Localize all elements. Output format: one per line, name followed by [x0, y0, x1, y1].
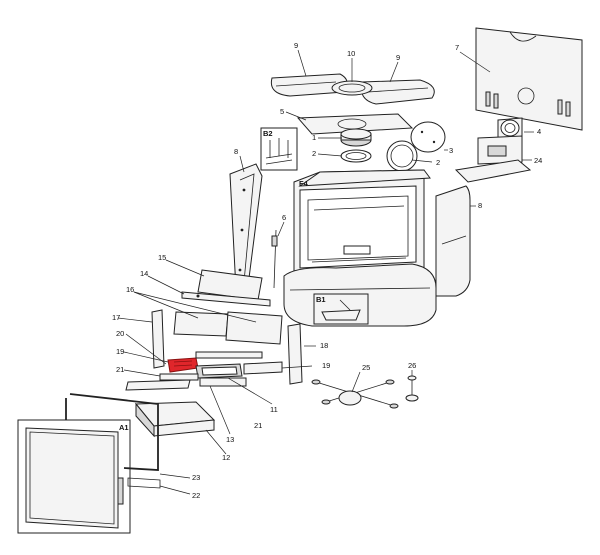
inset-label-f4: F4 — [299, 179, 309, 188]
callout-11: 11 — [270, 405, 278, 414]
callout-labels: 9 10 9 7 5 1 2 3 2 4 24 B2 8 8 F4 6 15 1… — [112, 41, 542, 500]
callout-10: 10 — [347, 49, 355, 58]
gasket-ring-right — [386, 140, 418, 172]
inset-a1-door — [17, 419, 131, 534]
cover-disc — [410, 121, 446, 153]
stove-body — [283, 169, 437, 327]
rear-outlet-adaptor — [497, 117, 523, 143]
callout-2-right: 2 — [436, 158, 440, 167]
flue-gasket-ring — [340, 149, 372, 163]
callout-16: 16 — [126, 285, 134, 294]
inset-label-b1: B1 — [316, 295, 326, 304]
callout-8-left: 8 — [234, 147, 238, 156]
callout-17: 17 — [112, 313, 120, 322]
rear-outlet-tray — [454, 135, 532, 183]
callout-24: 24 — [534, 156, 542, 165]
callout-20: 20 — [116, 329, 124, 338]
top-plate-right — [360, 79, 435, 105]
rear-liner-right — [225, 311, 283, 345]
flue-collar — [340, 128, 372, 147]
callout-18: 18 — [320, 341, 328, 350]
callout-22: 22 — [192, 491, 200, 500]
callout-21-right: 21 — [254, 421, 262, 430]
rear-liner-left — [173, 311, 229, 337]
door-glass-gasket — [65, 393, 161, 489]
cast-base-spider — [311, 379, 399, 409]
callout-1: 1 — [312, 133, 316, 142]
callout-25: 25 — [362, 363, 370, 372]
callout-2-upper: 2 — [312, 149, 316, 158]
callout-3: 3 — [449, 146, 453, 155]
callout-19-right: 19 — [322, 361, 330, 370]
rear-heat-shield — [475, 27, 583, 131]
grate — [195, 363, 243, 379]
callout-23: 23 — [192, 473, 200, 482]
side-liner-right — [287, 323, 303, 385]
callout-6: 6 — [282, 213, 286, 222]
callout-9-left: 9 — [294, 41, 298, 50]
inset-b1-base — [313, 293, 369, 325]
brick-right-19 — [243, 361, 283, 375]
ash-rail — [125, 379, 191, 391]
callout-15: 15 — [158, 253, 166, 262]
callout-9-right: 9 — [396, 53, 400, 62]
inset-label-a1: A1 — [119, 423, 129, 432]
callout-14: 14 — [140, 269, 148, 278]
callout-5: 5 — [280, 107, 284, 116]
brick-21-lower — [199, 377, 247, 387]
front-rail — [195, 351, 263, 359]
top-cover-plate — [296, 113, 414, 135]
leader-lines — [117, 49, 534, 495]
callout-12: 12 — [222, 453, 230, 462]
highlighted-part-19-left — [167, 357, 199, 373]
left-side-panel — [229, 163, 263, 291]
callout-7: 7 — [455, 43, 459, 52]
callout-13: 13 — [226, 435, 234, 444]
inset-b2-fixings — [260, 127, 298, 171]
callout-8-right: 8 — [478, 201, 482, 210]
baffle-rail — [181, 291, 271, 307]
inset-label-b2: B2 — [263, 129, 273, 138]
brick-21-upper — [159, 373, 199, 381]
callout-21-left: 21 — [116, 365, 124, 374]
callout-19-left: 19 — [116, 347, 124, 356]
ash-pan — [134, 401, 216, 438]
side-rod — [271, 229, 278, 289]
callout-26: 26 — [408, 361, 416, 370]
adjustable-foot — [405, 375, 419, 402]
top-plate-center-ring — [331, 80, 373, 96]
right-side-panel — [435, 185, 471, 297]
side-liner-left — [151, 309, 165, 369]
callout-4: 4 — [537, 127, 541, 136]
